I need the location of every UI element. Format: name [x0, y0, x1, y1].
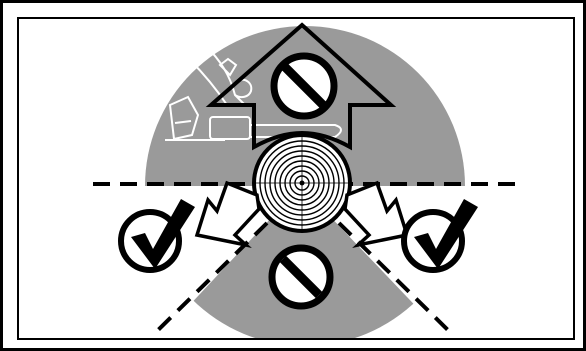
felling-diagram [19, 19, 575, 340]
diagram-panel [17, 17, 575, 340]
prohibited-icon-bottom [272, 248, 330, 306]
log-cross-section [254, 135, 350, 231]
prohibited-icon-top [274, 56, 334, 116]
